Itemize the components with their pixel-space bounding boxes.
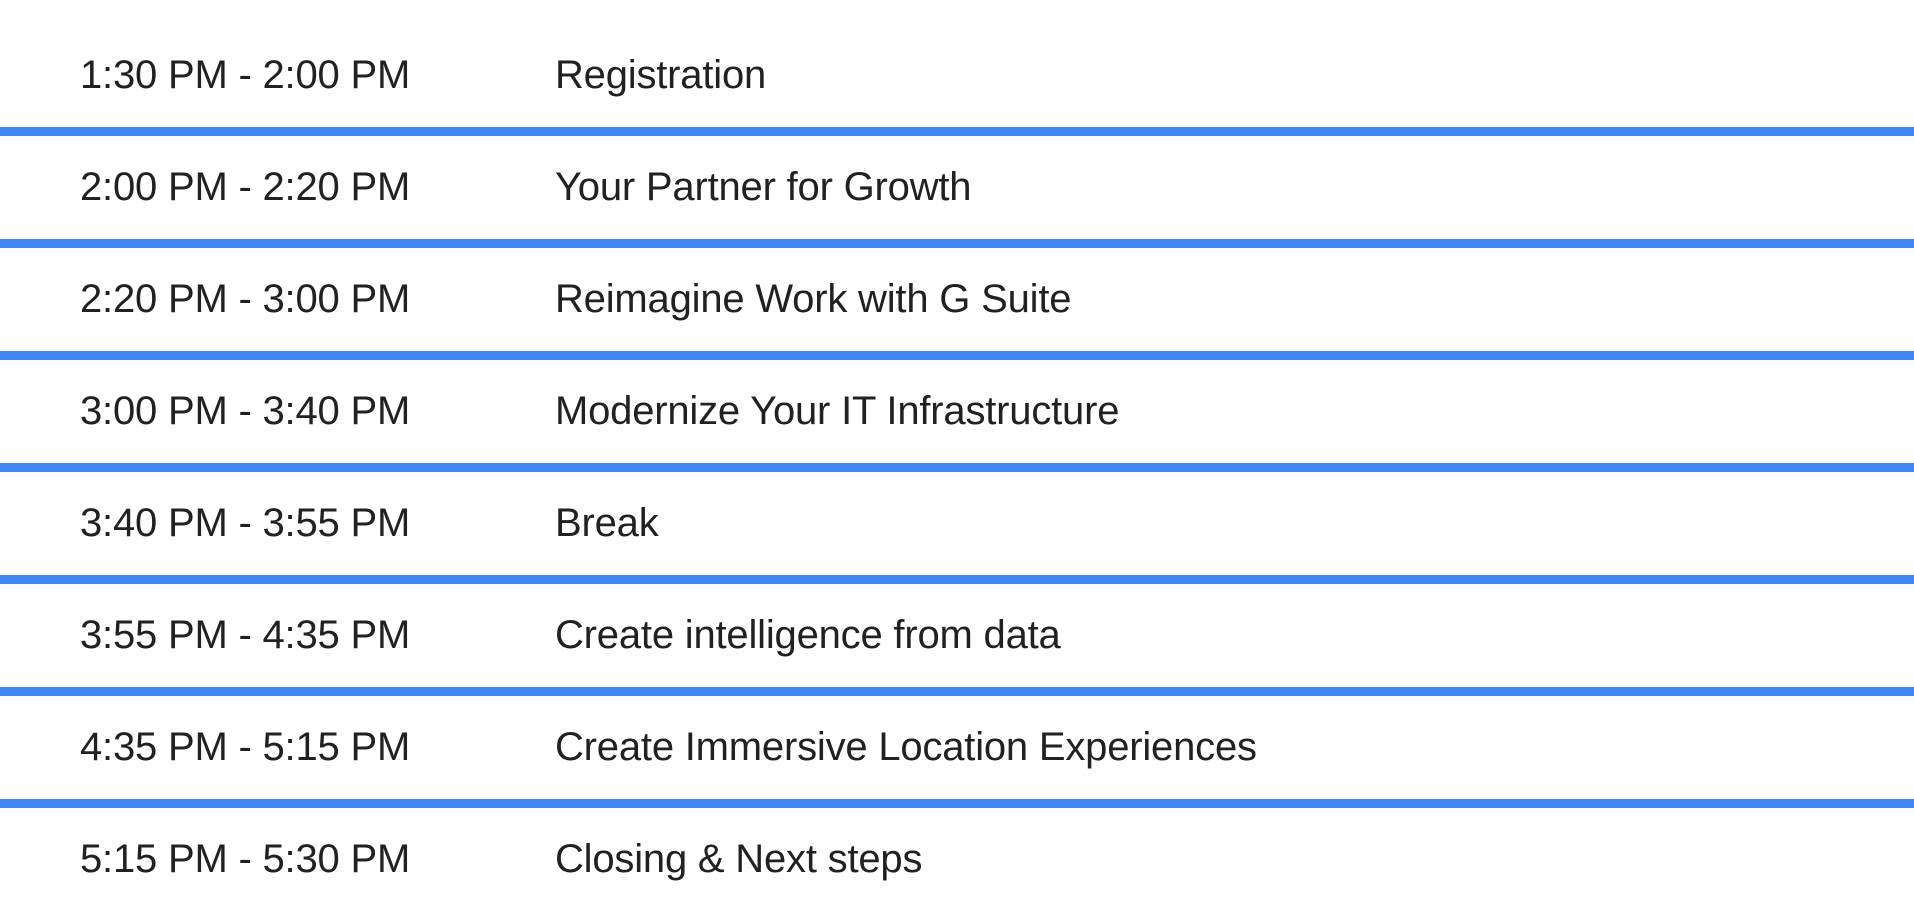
agenda-row-session: Reimagine Work with G Suite [555, 277, 1072, 321]
row-divider [0, 799, 1914, 808]
agenda-row-session: Create intelligence from data [555, 613, 1061, 657]
agenda-row: 2:00 PM - 2:20 PM Your Partner for Growt… [0, 136, 1914, 239]
agenda-row-time: 3:00 PM - 3:40 PM [80, 389, 411, 433]
agenda-row-session: Create Immersive Location Experiences [555, 725, 1257, 769]
agenda-row: 4:35 PM - 5:15 PM Create Immersive Locat… [0, 696, 1914, 799]
agenda-row: 5:15 PM - 5:30 PM Closing & Next steps [0, 808, 1914, 911]
agenda-row: 2:20 PM - 3:00 PM Reimagine Work with G … [0, 248, 1914, 351]
agenda-row-time: 4:35 PM - 5:15 PM [80, 725, 411, 769]
agenda-row-time: 3:40 PM - 3:55 PM [80, 501, 411, 545]
agenda-row-session: Registration [555, 53, 767, 97]
agenda-row-time: 3:55 PM - 4:35 PM [80, 613, 411, 657]
agenda-row: 3:40 PM - 3:55 PM Break [0, 472, 1914, 575]
row-divider [0, 239, 1914, 248]
row-divider [0, 463, 1914, 472]
agenda-row-session: Break [555, 501, 659, 545]
row-divider [0, 575, 1914, 584]
agenda-row: 3:55 PM - 4:35 PM Create intelligence fr… [0, 584, 1914, 687]
agenda-row: 1:30 PM - 2:00 PM Registration [0, 24, 1914, 127]
row-divider [0, 351, 1914, 360]
agenda-row-time: 2:00 PM - 2:20 PM [80, 165, 411, 209]
agenda-row-session: Modernize Your IT Infrastructure [555, 389, 1120, 433]
agenda-row-session: Closing & Next steps [555, 837, 923, 881]
agenda-row: 3:00 PM - 3:40 PM Modernize Your IT Infr… [0, 360, 1914, 463]
row-divider [0, 127, 1914, 136]
agenda-row-time: 2:20 PM - 3:00 PM [80, 277, 411, 321]
agenda-bottom-spacer [0, 911, 1914, 921]
agenda-row-time: 1:30 PM - 2:00 PM [80, 53, 411, 97]
agenda-row-time: 5:15 PM - 5:30 PM [80, 837, 411, 881]
row-divider [0, 687, 1914, 696]
agenda-row-session: Your Partner for Growth [555, 165, 972, 209]
